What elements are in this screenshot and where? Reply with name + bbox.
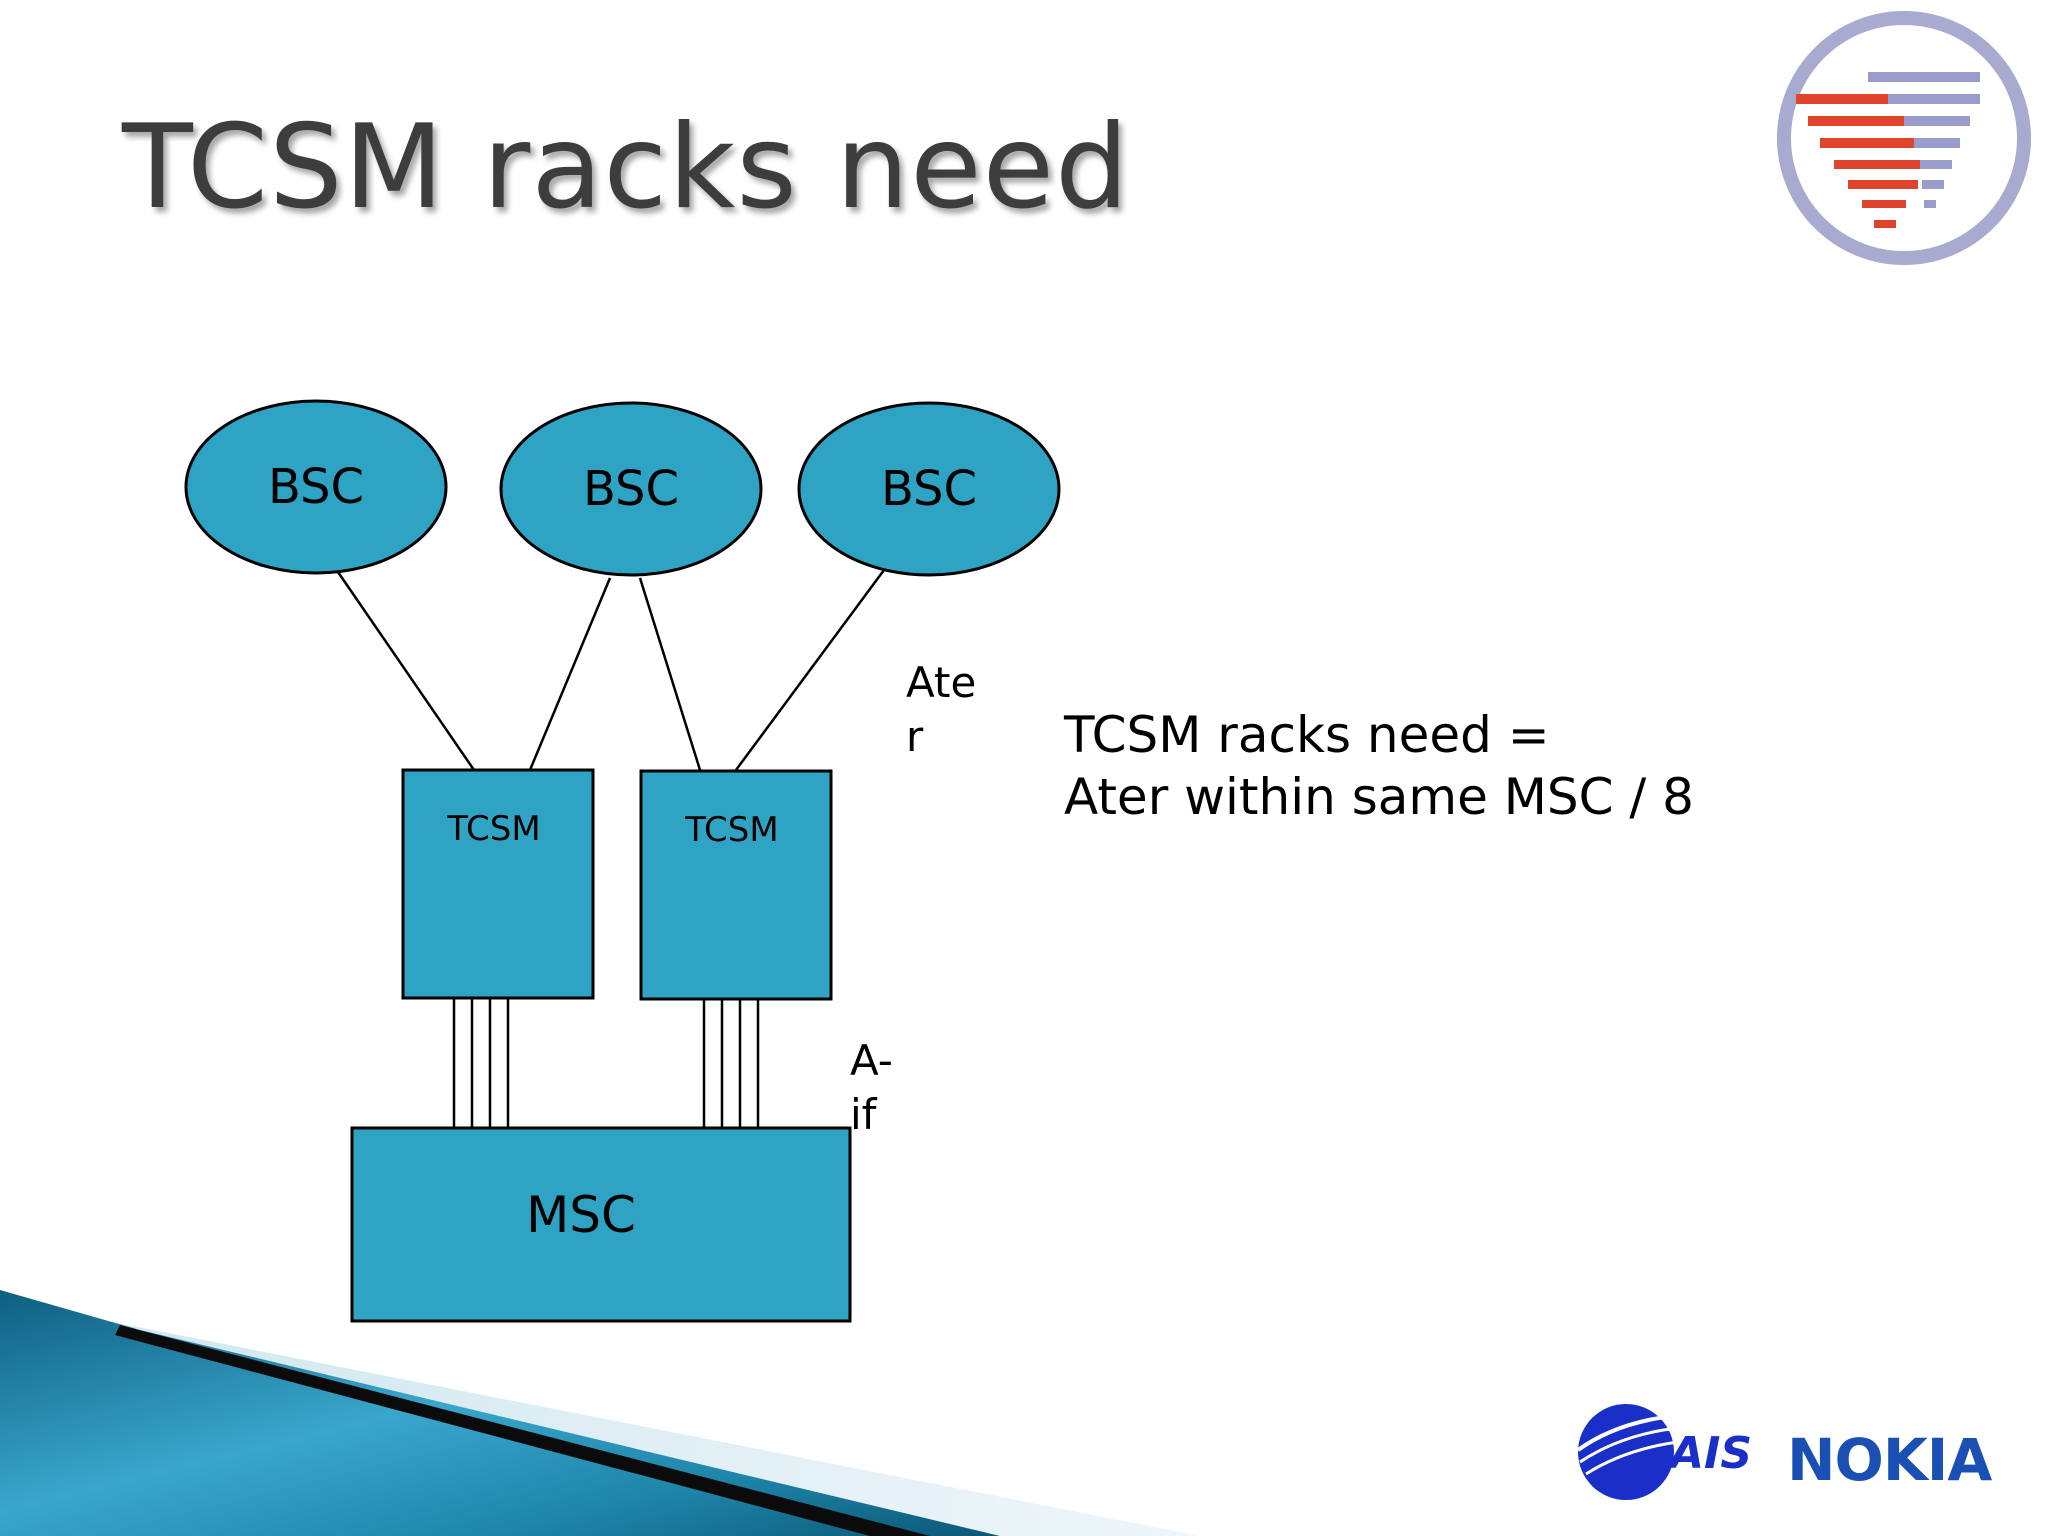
a-interface-label-line2: if	[850, 1090, 877, 1139]
ater-links	[336, 569, 886, 771]
bsc-node-2	[499, 401, 763, 577]
tcsm-label-2: TCSM	[684, 810, 778, 850]
bsc-node-3	[797, 401, 1061, 577]
formula-note: TCSM racks need = Ater within same MSC /…	[1064, 704, 1694, 828]
slide-title: TCSM racks need	[122, 100, 1130, 235]
tcsm-node-2	[639, 769, 833, 1001]
tcsm-label-1: TCSM	[446, 809, 540, 849]
bsc-label-3: BSC	[881, 461, 977, 517]
formula-note-line2: Ater within same MSC / 8	[1064, 768, 1694, 826]
ater-label-line2: r	[906, 712, 924, 761]
a-interface-label: A- if	[850, 1034, 893, 1142]
ais-logo-text: AIS	[1667, 1428, 1752, 1479]
bsc-node-1	[184, 399, 448, 575]
msc-node	[350, 1126, 852, 1323]
ater-label: Ate r	[906, 656, 976, 764]
ais-logo: AIS	[1576, 1404, 1752, 1500]
bsc-label-2: BSC	[583, 461, 679, 517]
a-interface-label-line1: A-	[850, 1036, 893, 1085]
ater-label-line1: Ate	[906, 658, 977, 707]
msc-label: MSC	[526, 1186, 636, 1244]
a-interface-links	[452, 998, 760, 1128]
tcsm-node-1	[401, 768, 595, 1000]
emblem-stripes	[1796, 72, 1980, 228]
formula-note-line1: TCSM racks need =	[1064, 706, 1550, 764]
corner-swoosh-dark	[115, 1325, 930, 1536]
nokia-logo-text: NOKIA	[1787, 1426, 1992, 1494]
ais-globe-icon	[1578, 1404, 1674, 1500]
emblem-ring	[1777, 11, 2031, 265]
corner-swoosh-teal	[0, 1290, 1000, 1536]
bsc-label-1: BSC	[268, 459, 364, 515]
